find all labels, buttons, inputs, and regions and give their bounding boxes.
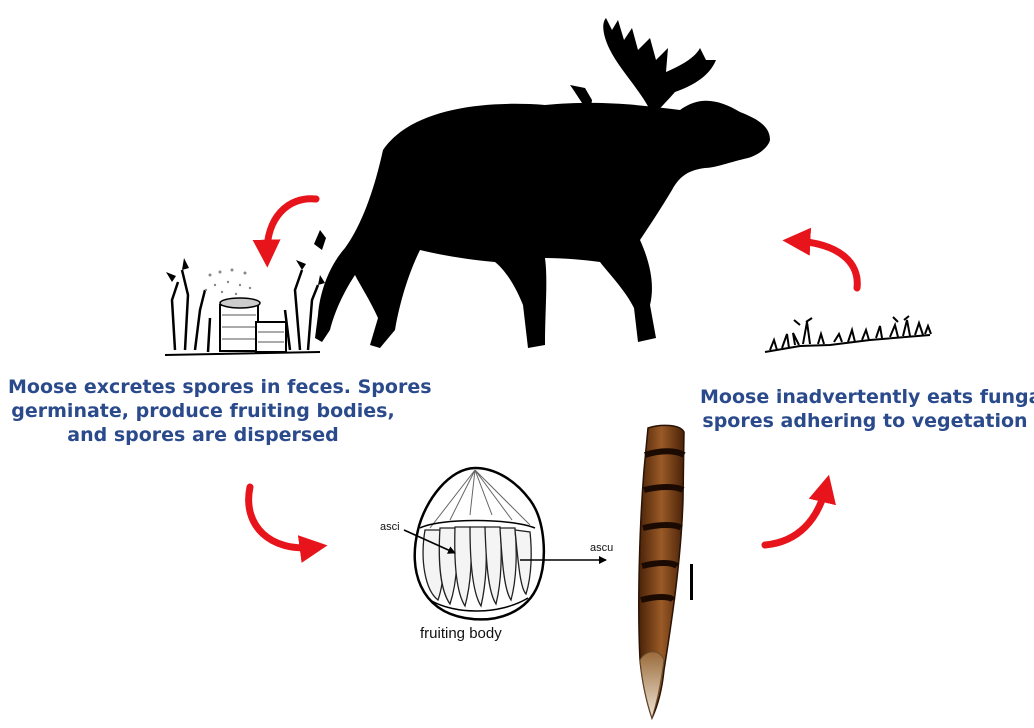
arrow-top-right (795, 241, 857, 288)
feces-caption: Moose excretes spores in feces. Spores g… (8, 375, 398, 447)
feces-caption-line-2: germinate, produce fruiting bodies, (8, 399, 398, 423)
ingestion-caption-line-1: Moose inadvertently eats fungal (700, 385, 1030, 409)
arrow-top-left (267, 199, 316, 255)
asci-label: asci (380, 521, 400, 533)
arrow-bottom-left (249, 487, 315, 548)
fruiting-body-label: fruiting body (420, 625, 502, 642)
arrow-bottom-right (765, 487, 826, 545)
vegetation-scene (765, 316, 931, 352)
fruiting-body-illustration (404, 468, 606, 619)
feces-caption-line-1: Moose excretes spores in feces. Spores (8, 375, 398, 399)
ingestion-caption: Moose inadvertently eats fungal spores a… (700, 385, 1030, 433)
scale-bar (690, 564, 693, 600)
ascu-label: ascu (590, 542, 613, 554)
moose-silhouette (314, 18, 770, 348)
feces-vegetation-scene (165, 258, 325, 355)
ingestion-caption-line-2: spores adhering to vegetation (700, 409, 1030, 433)
feces-caption-line-3: and spores are dispersed (8, 423, 398, 447)
ascus-illustration (639, 425, 693, 718)
